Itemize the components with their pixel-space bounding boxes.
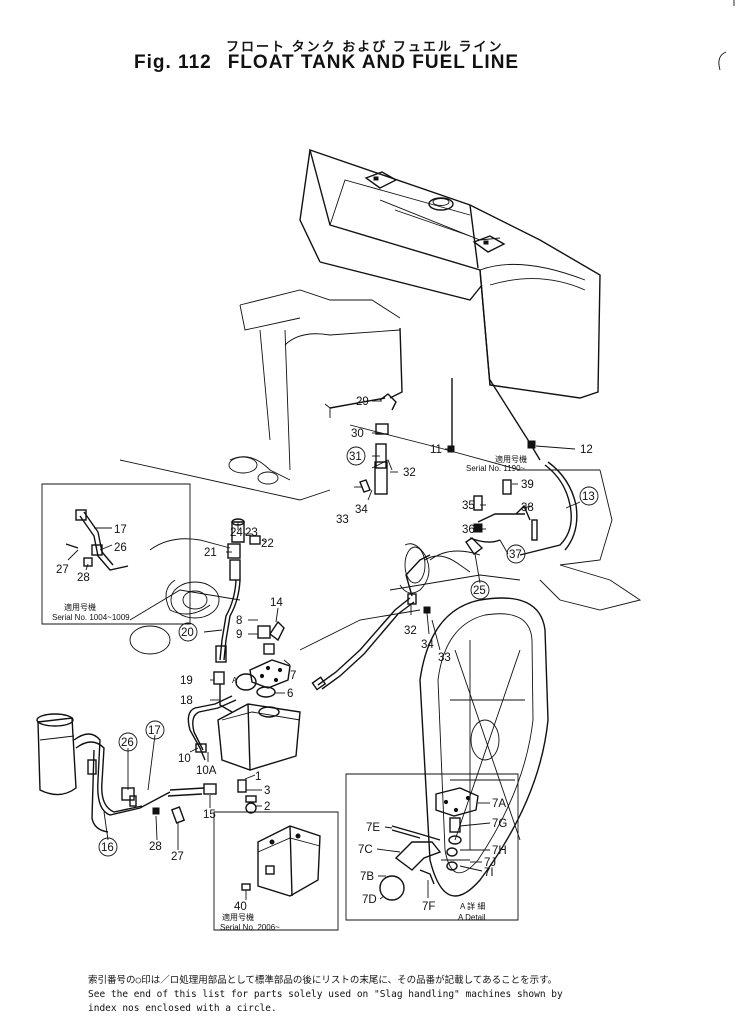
detail-jp: A 詳 細: [460, 901, 485, 911]
callout-17-inset: 17: [114, 524, 127, 536]
callout-33: 33: [336, 514, 349, 526]
serial-jp-left: 適用号機: [64, 602, 96, 612]
serial-jp-top: 適用号機: [495, 454, 527, 464]
callout-7h: 7H: [492, 845, 507, 857]
callout-7: 7: [290, 670, 296, 682]
callout-39: 39: [521, 479, 534, 491]
callout-1: 1: [255, 771, 261, 783]
callout-9: 9: [236, 629, 242, 641]
callout-2: 2: [264, 801, 270, 813]
serial-top-right: Serial No. 1190~: [466, 464, 526, 473]
serial-inset-bottom: Serial No. 2006~: [220, 923, 280, 932]
callout-7b: 7B: [360, 871, 374, 883]
footer-note: 索引番号の○印は／ロ処理用部品として標準部品の後にリストの末尾に、その品番が記載…: [88, 974, 563, 1016]
title-japanese: フロート タンク および フュエル ライン: [226, 39, 504, 54]
detail-a-inset: [345, 773, 519, 921]
callout-7g: 7G: [492, 818, 507, 830]
leader-lines: [67, 400, 581, 900]
corner-mark: [718, 51, 727, 71]
callout-22: 22: [261, 538, 274, 550]
callout-6: 6: [287, 688, 293, 700]
callout-10: 10: [178, 753, 191, 765]
callout-14: 14: [270, 597, 283, 609]
callout-37: 37: [509, 549, 522, 561]
callout-29: 29: [356, 396, 369, 408]
callout-38: 38: [521, 502, 534, 514]
footer-note-en-1: See the end of this list for parts solel…: [88, 989, 563, 1000]
callout-26: 26: [121, 737, 134, 749]
callout-32-lower: 32: [404, 625, 417, 637]
serial-jp-bottom: 適用号機: [222, 912, 254, 922]
callout-15: 15: [203, 809, 216, 821]
callout-36: 36: [462, 524, 475, 536]
inset-left: [41, 483, 191, 625]
float-tank: [299, 148, 601, 399]
circled-callouts: [98, 446, 599, 857]
callout-24: 24: [230, 527, 243, 539]
callout-21: 21: [204, 547, 217, 559]
callout-27: 27: [171, 851, 184, 863]
callout-7e: 7E: [366, 822, 380, 834]
callout-3: 3: [264, 785, 270, 797]
callout-35: 35: [462, 500, 475, 512]
callout-16: 16: [101, 842, 114, 854]
callout-18: 18: [180, 695, 193, 707]
callout-7c: 7C: [358, 844, 373, 856]
figure-title-english: FLOAT TANK AND FUEL LINE: [227, 52, 520, 73]
callout-27-inset: 27: [56, 564, 69, 576]
chain-case: [399, 543, 549, 897]
figure-title: Fig. 112 FLOAT TANK AND FUEL LINE: [134, 52, 519, 74]
callout-20: 20: [181, 627, 194, 639]
fuel-filter: [36, 713, 186, 833]
callout-34-lower: 34: [421, 639, 434, 651]
callout-labels: 29 30 31 32 33 34 11 12 13 39 38 35 36 3…: [56, 396, 595, 913]
callout-33-lower: 33: [438, 652, 451, 664]
callout-30: 30: [351, 428, 364, 440]
callout-12: 12: [580, 444, 593, 456]
serial-inset-left: Serial No. 1004~1009: [52, 613, 130, 622]
callout-32: 32: [403, 467, 416, 479]
callout-25: 25: [473, 585, 486, 597]
callout-28-inset: 28: [77, 572, 90, 584]
callout-11: 11: [430, 444, 442, 456]
callout-7j: 7J: [484, 857, 496, 869]
inset-bottom: [213, 811, 339, 931]
float-box-assembly: [167, 518, 301, 814]
callout-34: 34: [355, 504, 368, 516]
callout-17: 17: [148, 725, 161, 737]
callout-13: 13: [582, 491, 595, 503]
callout-19: 19: [180, 675, 193, 687]
serial-labels: 適用号機 Serial No. 1190~ 適用号機 Serial No. 10…: [52, 454, 527, 932]
figure-number: Fig. 112: [134, 52, 212, 73]
fuel-line-upper: [324, 327, 578, 556]
tank-fittings: [359, 393, 538, 556]
callout-7a: 7A: [492, 798, 506, 810]
machine-frame: [119, 289, 642, 655]
callout-8: 8: [236, 615, 242, 627]
callout-28: 28: [149, 841, 162, 853]
callout-10a: 10A: [196, 765, 217, 777]
fuel-line-middle: [311, 554, 431, 691]
callout-31: 31: [349, 451, 362, 463]
callout-a-marker: A: [232, 676, 238, 685]
callout-7i: 7I: [484, 867, 494, 879]
callout-26-inset: 26: [114, 542, 127, 554]
callout-7d: 7D: [362, 894, 377, 906]
footer-note-jp: 索引番号の○印は／ロ処理用部品として標準部品の後にリストの末尾に、その品番が記載…: [88, 975, 558, 986]
callout-40: 40: [234, 901, 247, 913]
callout-7f: 7F: [422, 901, 435, 913]
detail-en: A Detail: [458, 913, 486, 922]
footer-note-en-2: index nos enclosed with a circle.: [88, 1003, 277, 1014]
callout-23: 23: [245, 527, 258, 539]
